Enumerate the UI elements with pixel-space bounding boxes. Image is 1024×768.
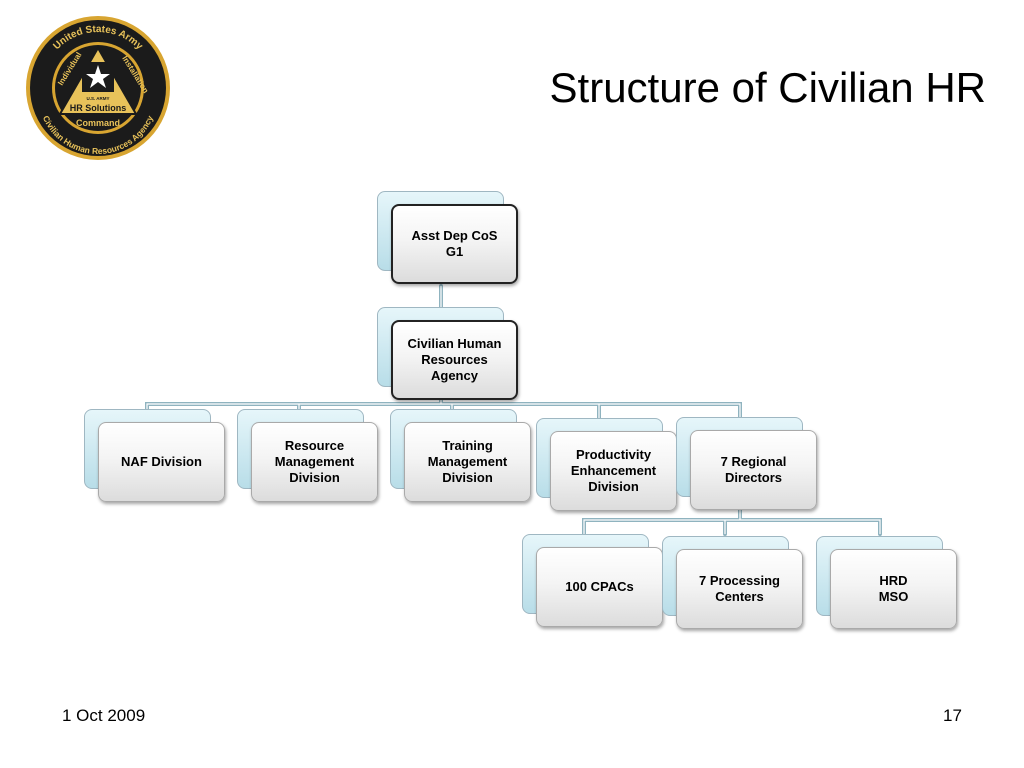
- org-node-processing-centers: 7 Processing Centers: [662, 536, 803, 629]
- org-node-cpacs: 100 CPACs: [522, 534, 663, 627]
- org-node-training-management: Training Management Division: [390, 409, 531, 502]
- org-node-label: NAF Division: [121, 454, 202, 469]
- slide-title: Structure of Civilian HR: [549, 64, 986, 111]
- org-node-label: Resource Management Division: [274, 438, 355, 485]
- org-node-naf-division: NAF Division: [84, 409, 225, 502]
- slide-date: 1 Oct 2009: [62, 706, 146, 725]
- org-node-label: 100 CPACs: [565, 579, 634, 594]
- org-node-label: Civilian Human Resources Agency: [407, 336, 502, 383]
- org-node-resource-management: Resource Management Division: [237, 409, 378, 502]
- org-node-label: 7 Regional Directors: [720, 454, 787, 485]
- org-node-label: Productivity Enhancement Division: [570, 447, 657, 494]
- org-node-asst-dep-cos: Asst Dep CoS G1: [377, 191, 518, 284]
- army-hr-logo: U.S. ARMY HR Solutions Command United St…: [26, 16, 170, 160]
- org-node-label: Asst Dep CoS G1: [411, 228, 498, 259]
- org-node-label: Training Management Division: [427, 438, 508, 485]
- org-node-civilian-hr-agency: Civilian Human Resources Agency: [377, 307, 518, 400]
- svg-text:HR Solutions: HR Solutions: [70, 103, 127, 113]
- org-node-label: HRD MSO: [878, 573, 909, 604]
- org-node-regional-directors: 7 Regional Directors: [676, 417, 817, 510]
- org-node-label: 7 Processing Centers: [699, 573, 780, 604]
- org-node-productivity-enhancement: Productivity Enhancement Division: [536, 418, 677, 511]
- slide-page-number: 17: [943, 706, 962, 725]
- svg-text:U.S. ARMY: U.S. ARMY: [86, 96, 109, 101]
- svg-text:Command: Command: [76, 118, 120, 128]
- org-node-hrd-mso: HRD MSO: [816, 536, 957, 629]
